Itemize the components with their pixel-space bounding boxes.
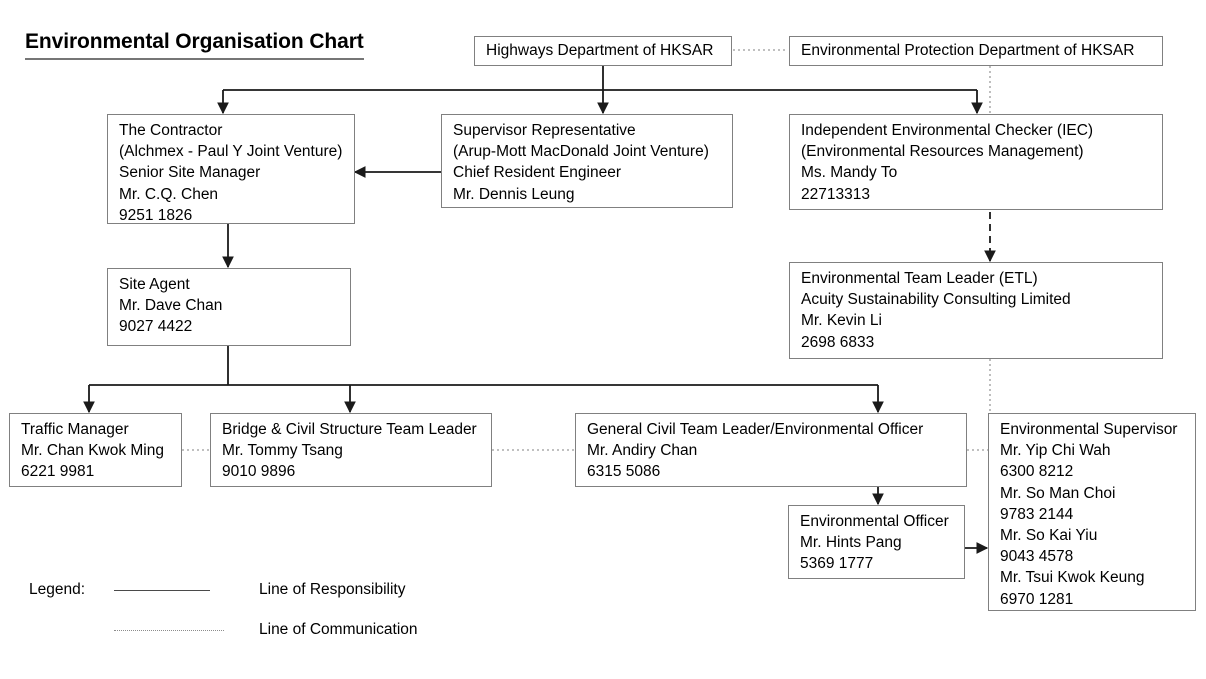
node-line: 9027 4422	[119, 318, 193, 336]
node-site-agent[interactable]: Site Agent Mr. Dave Chan 9027 4422	[107, 268, 351, 346]
node-line: General Civil Team Leader/Environmental …	[587, 421, 924, 438]
node-traffic-manager[interactable]: Traffic Manager Mr. Chan Kwok Ming 6221 …	[9, 413, 182, 487]
node-line: Mr. Yip Chi Wah	[1000, 442, 1111, 460]
node-line: Environmental Team Leader (ETL)	[801, 270, 1038, 287]
node-line: Mr. So Man Choi	[1000, 484, 1116, 502]
node-line: (Arup-Mott MacDonald Joint Venture)	[453, 143, 709, 161]
node-line: 22713313	[801, 185, 870, 203]
node-general-civil-team-leader[interactable]: General Civil Team Leader/Environmental …	[575, 413, 967, 487]
node-line: Mr. Andiry Chan	[587, 442, 698, 460]
node-environmental-team-leader[interactable]: Environmental Team Leader (ETL) Acuity S…	[789, 262, 1163, 359]
legend-communication-label: Line of Communication	[259, 621, 418, 638]
node-line: 6315 5086	[587, 463, 661, 481]
legend-responsibility-label: Line of Responsibility	[259, 581, 406, 598]
edge-site-agent-bus	[89, 346, 878, 386]
node-line: 9251 1826	[119, 206, 193, 224]
node-line: Mr. Chan Kwok Ming	[21, 442, 164, 460]
node-environmental-supervisor[interactable]: Environmental Supervisor Mr. Yip Chi Wah…	[988, 413, 1196, 611]
node-line: 6221 9981	[21, 463, 95, 481]
node-line: Acuity Sustainability Consulting Limited	[801, 291, 1071, 309]
node-highways-department[interactable]: Highways Department of HKSAR	[474, 36, 732, 66]
edge-highways-bus	[223, 66, 977, 91]
node-line: 5369 1777	[800, 555, 874, 573]
node-line: Senior Site Manager	[119, 164, 261, 182]
node-line: Highways Department of HKSAR	[486, 42, 714, 60]
node-line: 9783 2144	[1000, 505, 1074, 523]
node-environmental-protection-department[interactable]: Environmental Protection Department of H…	[789, 36, 1163, 66]
node-line: Mr. Kevin Li	[801, 312, 882, 330]
node-line: (Alchmex - Paul Y Joint Venture)	[119, 143, 343, 161]
node-environmental-officer[interactable]: Environmental Officer Mr. Hints Pang 536…	[788, 505, 965, 579]
legend-solid-line-swatch	[114, 590, 210, 591]
node-line: Mr. So Kai Yiu	[1000, 527, 1098, 545]
node-line: Mr. Tsui Kwok Keung	[1000, 569, 1145, 587]
node-line: Ms. Mandy To	[801, 164, 898, 182]
node-line: Environmental Protection Department of H…	[801, 42, 1135, 60]
node-line: Mr. Tommy Tsang	[222, 442, 343, 460]
node-line: Traffic Manager	[21, 421, 129, 438]
node-line: Site Agent	[119, 276, 190, 293]
node-line: Chief Resident Engineer	[453, 164, 622, 182]
legend-title: Legend:	[29, 581, 86, 598]
node-line: 6300 8212	[1000, 463, 1074, 481]
node-line: Supervisor Representative	[453, 122, 636, 139]
node-line: 6970 1281	[1000, 590, 1074, 608]
node-line: Mr. C.Q. Chen	[119, 185, 219, 203]
node-line: (Environmental Resources Management)	[801, 143, 1084, 161]
node-line: Independent Environmental Checker (IEC)	[801, 122, 1094, 139]
node-independent-environmental-checker[interactable]: Independent Environmental Checker (IEC) …	[789, 114, 1163, 210]
node-line: Bridge & Civil Structure Team Leader	[222, 421, 477, 438]
node-bridge-civil-structure-team-leader[interactable]: Bridge & Civil Structure Team Leader Mr.…	[210, 413, 492, 487]
node-line: The Contractor	[119, 122, 223, 139]
node-line: Mr. Dave Chan	[119, 297, 223, 315]
node-supervisor-representative[interactable]: Supervisor Representative (Arup-Mott Mac…	[441, 114, 733, 208]
node-line: 9043 4578	[1000, 548, 1074, 566]
node-line: 2698 6833	[801, 333, 875, 351]
page-title: Environmental Organisation Chart	[25, 30, 364, 60]
node-line: Mr. Hints Pang	[800, 534, 902, 552]
node-line: Environmental Supervisor	[1000, 421, 1178, 438]
node-the-contractor[interactable]: The Contractor (Alchmex - Paul Y Joint V…	[107, 114, 355, 224]
legend-dotted-line-swatch	[114, 630, 224, 631]
node-line: Mr. Dennis Leung	[453, 185, 575, 203]
node-line: 9010 9896	[222, 463, 296, 481]
node-line: Environmental Officer	[800, 513, 949, 530]
